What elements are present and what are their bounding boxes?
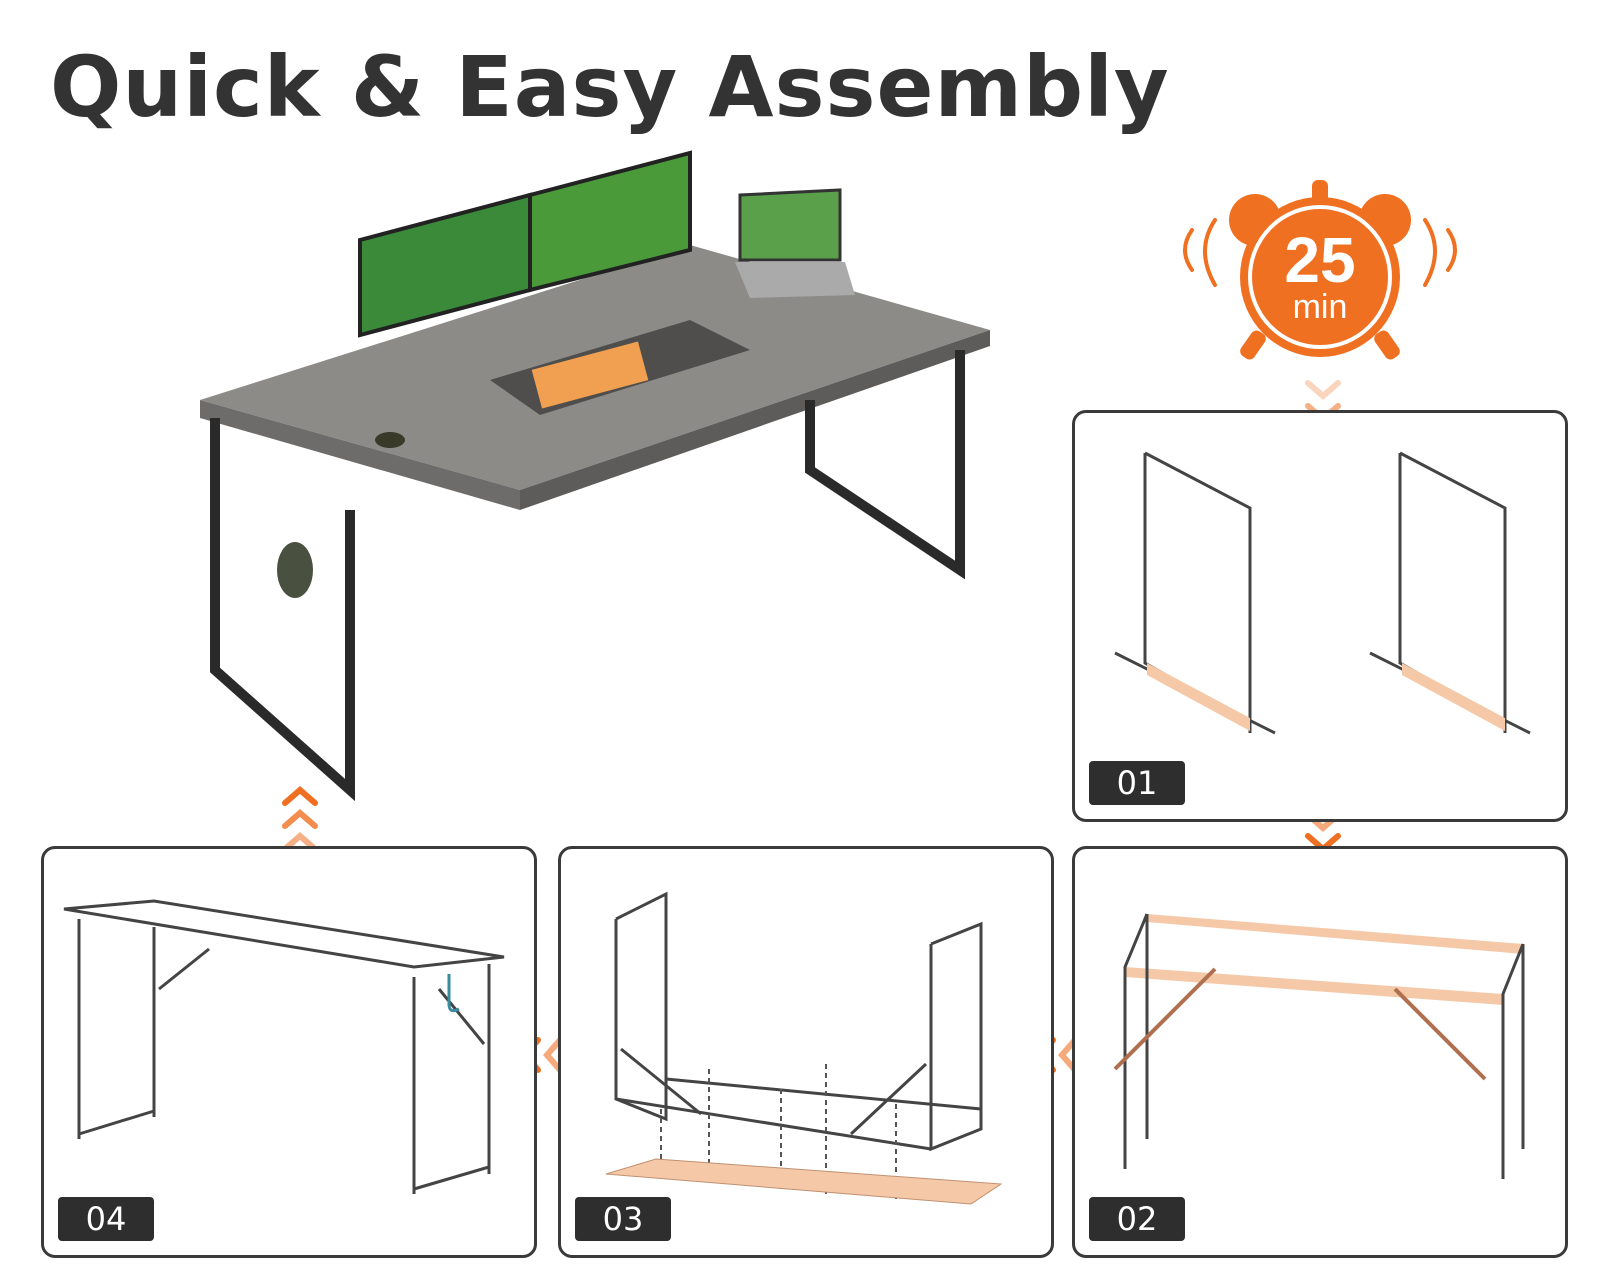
step-02-panel: 02 (1072, 846, 1568, 1258)
timer-value: 25 (1284, 224, 1356, 296)
timer-unit: min (1292, 288, 1348, 326)
step-label: 01 (1089, 761, 1185, 805)
desk-illustration (200, 150, 990, 802)
finished-desk-illustration (63, 899, 505, 1194)
step-01-panel: 01 (1072, 410, 1568, 822)
page-title: Quick & Easy Assembly (50, 38, 1170, 136)
leg-frames-illustration (1114, 451, 1531, 735)
alarm-clock-icon (1183, 180, 1457, 360)
frame-crossbar-illustration (1113, 913, 1525, 1179)
step-label: 02 (1089, 1197, 1185, 1241)
tabletop-attach-illustration (605, 891, 1003, 1205)
step-03-panel: 03 (558, 846, 1054, 1258)
step-label: 04 (58, 1197, 154, 1241)
step-label: 03 (575, 1197, 671, 1241)
step-04-panel: 04 (41, 846, 537, 1258)
